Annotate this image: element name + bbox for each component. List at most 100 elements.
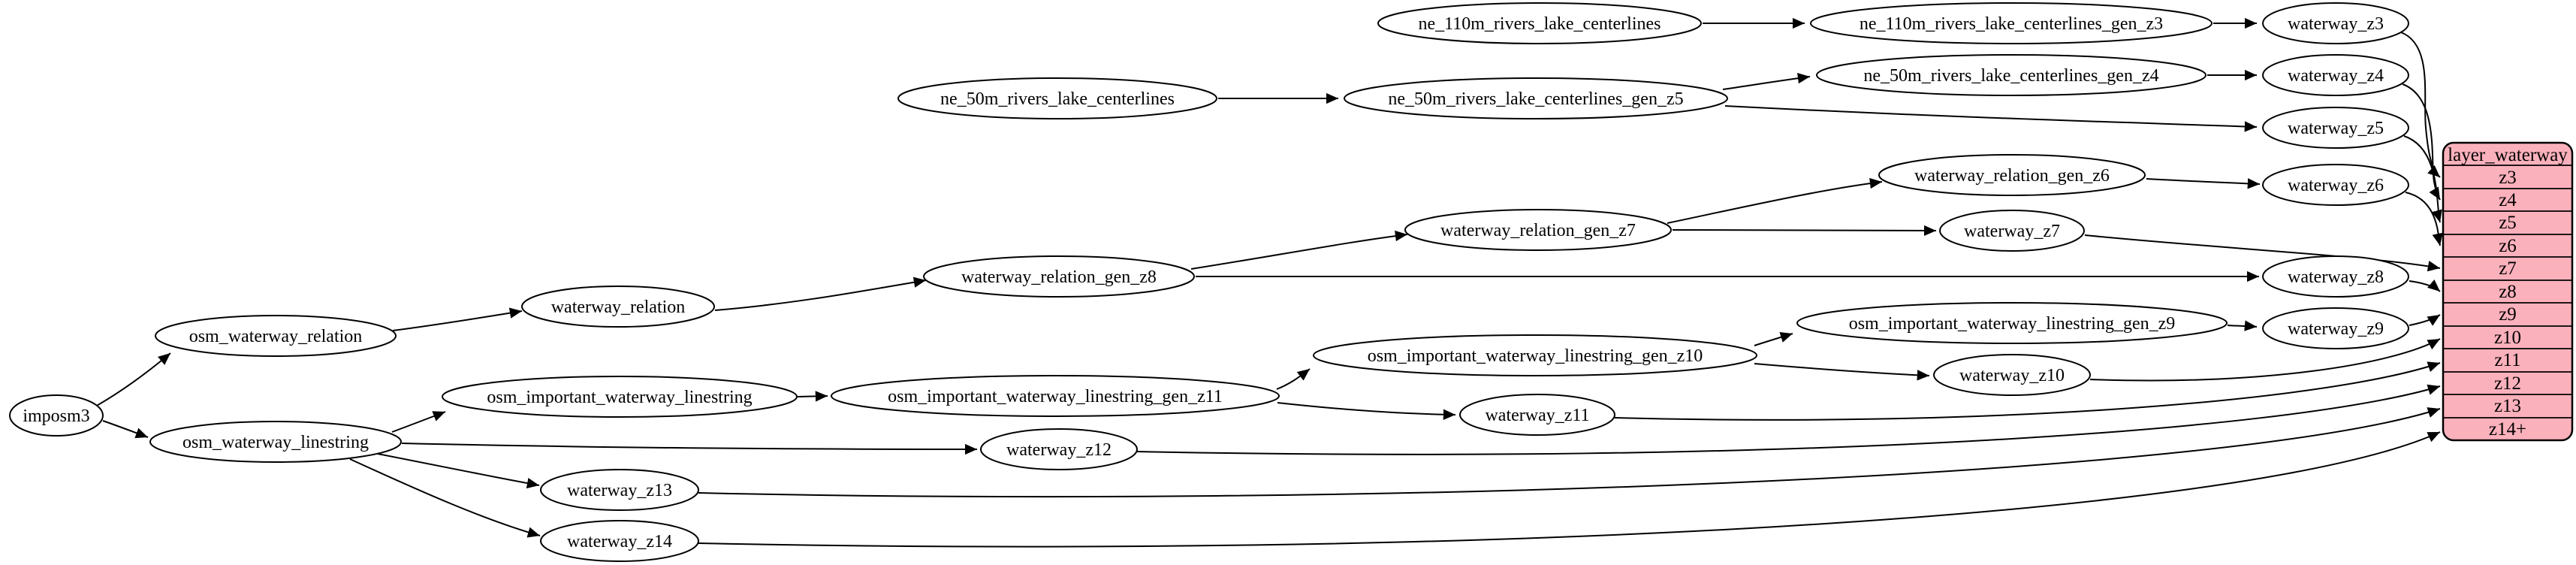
- node-ne50m-rivers-lake-centerlines-gen-z4: ne_50m_rivers_lake_centerlines_gen_z4: [1816, 54, 2206, 96]
- edge-waterway-z14-to-row-z14plus: [698, 431, 2441, 548]
- node-waterway-z7: waterway_z7: [1939, 210, 2085, 252]
- edge-waterway-z9-to-row-z9: [2409, 314, 2441, 326]
- node-ne110m-rivers-lake-centerlines-shape: [1377, 2, 1702, 44]
- table-row-z11: z11: [2494, 350, 2520, 370]
- node-osm-important-waterway-linestring-gen-z9-label: osm_important_waterway_linestring_gen_z9: [1849, 314, 2176, 334]
- table-row-z9: z9: [2499, 304, 2517, 325]
- node-osm-important-waterway-linestring: osm_important_waterway_linestring: [442, 376, 798, 418]
- node-waterway-z12: waterway_z12: [980, 428, 1138, 470]
- node-ne50m-rivers-lake-centerlines: ne_50m_rivers_lake_centerlines: [897, 77, 1217, 119]
- node-waterway-z8-label: waterway_z8: [2288, 267, 2384, 287]
- edge-gen-z6-to-waterway-z6: [2146, 178, 2261, 189]
- edge-osm-waterway-linestring-to-osm-important: [391, 411, 446, 433]
- node-waterway-z4: waterway_z4: [2262, 54, 2409, 96]
- node-waterway-relation-gen-z7-label: waterway_relation_gen_z7: [1440, 221, 1636, 240]
- node-osm-waterway-linestring-label: osm_waterway_linestring: [182, 433, 369, 452]
- edge-osm-waterway-relation-to-waterway-relation: [392, 307, 523, 331]
- node-ne110m-rivers-lake-centerlines: ne_110m_rivers_lake_centerlines: [1377, 2, 1702, 44]
- node-waterway-z10-label: waterway_z10: [1959, 366, 2065, 385]
- edge-waterway-relation-to-gen-z8: [714, 276, 927, 311]
- table-layer-waterway-box: [2442, 141, 2574, 442]
- node-waterway-z13-shape: [540, 469, 699, 511]
- node-imposm3-label: imposm3: [23, 406, 89, 426]
- table-row-z12: z12: [2494, 373, 2521, 394]
- node-waterway-z12-shape: [980, 428, 1138, 470]
- node-waterway-relation-gen-z6: waterway_relation_gen_z6: [1878, 154, 2146, 196]
- edge-gen-z7-to-gen-z6: [1667, 177, 1883, 224]
- table-row-z13: z13: [2494, 396, 2521, 416]
- node-ne50m-rivers-lake-centerlines-gen-z4-shape: [1816, 54, 2206, 96]
- node-ne110m-rivers-lake-centerlines-gen-z3-shape: [1810, 2, 2213, 44]
- node-waterway-relation-gen-z8-shape: [923, 255, 1195, 298]
- edge-gen-z11-to-waterway-z11: [1277, 402, 1456, 420]
- node-waterway-relation-gen-z8-label: waterway_relation_gen_z8: [961, 267, 1157, 287]
- node-osm-important-waterway-linestring-gen-z9: osm_important_waterway_linestring_gen_z9: [1796, 302, 2228, 344]
- node-imposm3-shape: [9, 394, 104, 437]
- node-ne50m-rivers-lake-centerlines-gen-z5-label: ne_50m_rivers_lake_centerlines_gen_z5: [1388, 89, 1683, 109]
- edge-waterway-z7-to-row-z7: [2084, 234, 2441, 272]
- edge-ne50m-gen-z5-to-waterway-z5: [1724, 105, 2258, 132]
- node-ne110m-rivers-lake-centerlines-label: ne_110m_rivers_lake_centerlines: [1419, 14, 1661, 34]
- table-row-z10: z10: [2494, 328, 2521, 348]
- edge-osm-waterway-linestring-to-waterway-z12: [401, 443, 978, 455]
- node-waterway-z5-shape: [2262, 107, 2409, 149]
- node-waterway-z7-shape: [1939, 210, 2085, 252]
- table-title: layer_waterway: [2448, 145, 2568, 165]
- node-waterway-z3: waterway_z3: [2262, 2, 2409, 44]
- node-waterway-z9-shape: [2262, 307, 2409, 349]
- edge-waterway-z8-to-row-z8: [2409, 279, 2441, 292]
- edge-waterway-z3-to-row-z3: [2400, 32, 2441, 178]
- edge-waterway-z10-to-row-z10: [2089, 338, 2441, 382]
- edge-waterway-z11-to-row-z11: [1614, 361, 2441, 421]
- table-row-z5: z5: [2499, 213, 2517, 233]
- table-row-z8: z8: [2499, 282, 2517, 302]
- node-waterway-z6: waterway_z6: [2262, 164, 2409, 206]
- node-waterway-z10: waterway_z10: [1933, 354, 2091, 396]
- node-osm-waterway-linestring: osm_waterway_linestring: [149, 421, 402, 463]
- node-waterway-z13-label: waterway_z13: [567, 481, 672, 500]
- node-waterway-z14-label: waterway_z14: [567, 532, 672, 551]
- edge-gen-z9-to-waterway-z9: [2227, 320, 2258, 331]
- node-osm-important-waterway-linestring-gen-z10-shape: [1313, 334, 1757, 376]
- table-row-z4: z4: [2499, 190, 2517, 210]
- node-waterway-relation-shape: [521, 286, 715, 328]
- node-waterway-z4-shape: [2262, 54, 2409, 96]
- edge-imposm3-to-osm-waterway-relation: [95, 352, 171, 407]
- node-waterway-z13: waterway_z13: [540, 469, 699, 511]
- edge-layer: [95, 17, 2443, 548]
- edge-osm-important-to-gen-z11: [797, 391, 828, 402]
- node-waterway-z3-shape: [2262, 2, 2409, 44]
- edge-waterway-z6-to-row-z6: [2405, 192, 2443, 246]
- table-layer-waterway: layer_waterway z3 z4 z5 z6 z7 z8 z9 z10 …: [2442, 141, 2574, 442]
- node-waterway-z14-shape: [540, 520, 699, 562]
- node-osm-important-waterway-linestring-gen-z11: osm_important_waterway_linestring_gen_z1…: [831, 375, 1280, 417]
- table-row-z6: z6: [2499, 236, 2517, 256]
- node-osm-important-waterway-linestring-gen-z9-shape: [1796, 302, 2228, 344]
- edge-gen-z11-to-gen-z10: [1276, 368, 1311, 390]
- edge-waterway-z5-to-row-z5: [2403, 135, 2442, 223]
- node-osm-important-waterway-linestring-label: osm_important_waterway_linestring: [487, 388, 752, 407]
- node-osm-important-waterway-linestring-gen-z10-label: osm_important_waterway_linestring_gen_z1…: [1368, 346, 1703, 366]
- edge-gen-z10-to-waterway-z10: [1754, 363, 1930, 381]
- node-waterway-z6-label: waterway_z6: [2288, 176, 2384, 195]
- node-ne50m-rivers-lake-centerlines-gen-z5: ne_50m_rivers_lake_centerlines_gen_z5: [1344, 77, 1728, 119]
- node-ne50m-rivers-lake-centerlines-gen-z4-label: ne_50m_rivers_lake_centerlines_gen_z4: [1863, 66, 2158, 86]
- edge-ne50m-gen-z5-to-ne50m-gen-z4: [1722, 72, 1811, 90]
- node-waterway-z7-label: waterway_z7: [1964, 222, 2060, 241]
- node-osm-waterway-relation-label: osm_waterway_relation: [189, 327, 363, 346]
- table-row-z3: z3: [2499, 168, 2517, 188]
- node-ne50m-rivers-lake-centerlines-label: ne_50m_rivers_lake_centerlines: [940, 89, 1175, 109]
- node-ne110m-rivers-lake-centerlines-gen-z3: ne_110m_rivers_lake_centerlines_gen_z3: [1810, 2, 2213, 44]
- edge-gen-z10-to-gen-z9: [1754, 331, 1793, 346]
- node-waterway-z8: waterway_z8: [2262, 255, 2409, 298]
- node-waterway-relation-gen-z6-shape: [1878, 154, 2146, 196]
- edge-gen-z8-to-gen-z7: [1190, 230, 1408, 270]
- node-waterway-z4-label: waterway_z4: [2288, 66, 2384, 86]
- node-waterway-z10-shape: [1933, 354, 2091, 396]
- node-waterway-relation-label: waterway_relation: [551, 298, 686, 317]
- node-waterway-z9-label: waterway_z9: [2288, 319, 2384, 339]
- node-osm-important-waterway-linestring-gen-z11-label: osm_important_waterway_linestring_gen_z1…: [888, 387, 1223, 406]
- node-waterway-relation-gen-z6-label: waterway_relation_gen_z6: [1914, 166, 2110, 186]
- node-waterway-z8-shape: [2262, 255, 2409, 298]
